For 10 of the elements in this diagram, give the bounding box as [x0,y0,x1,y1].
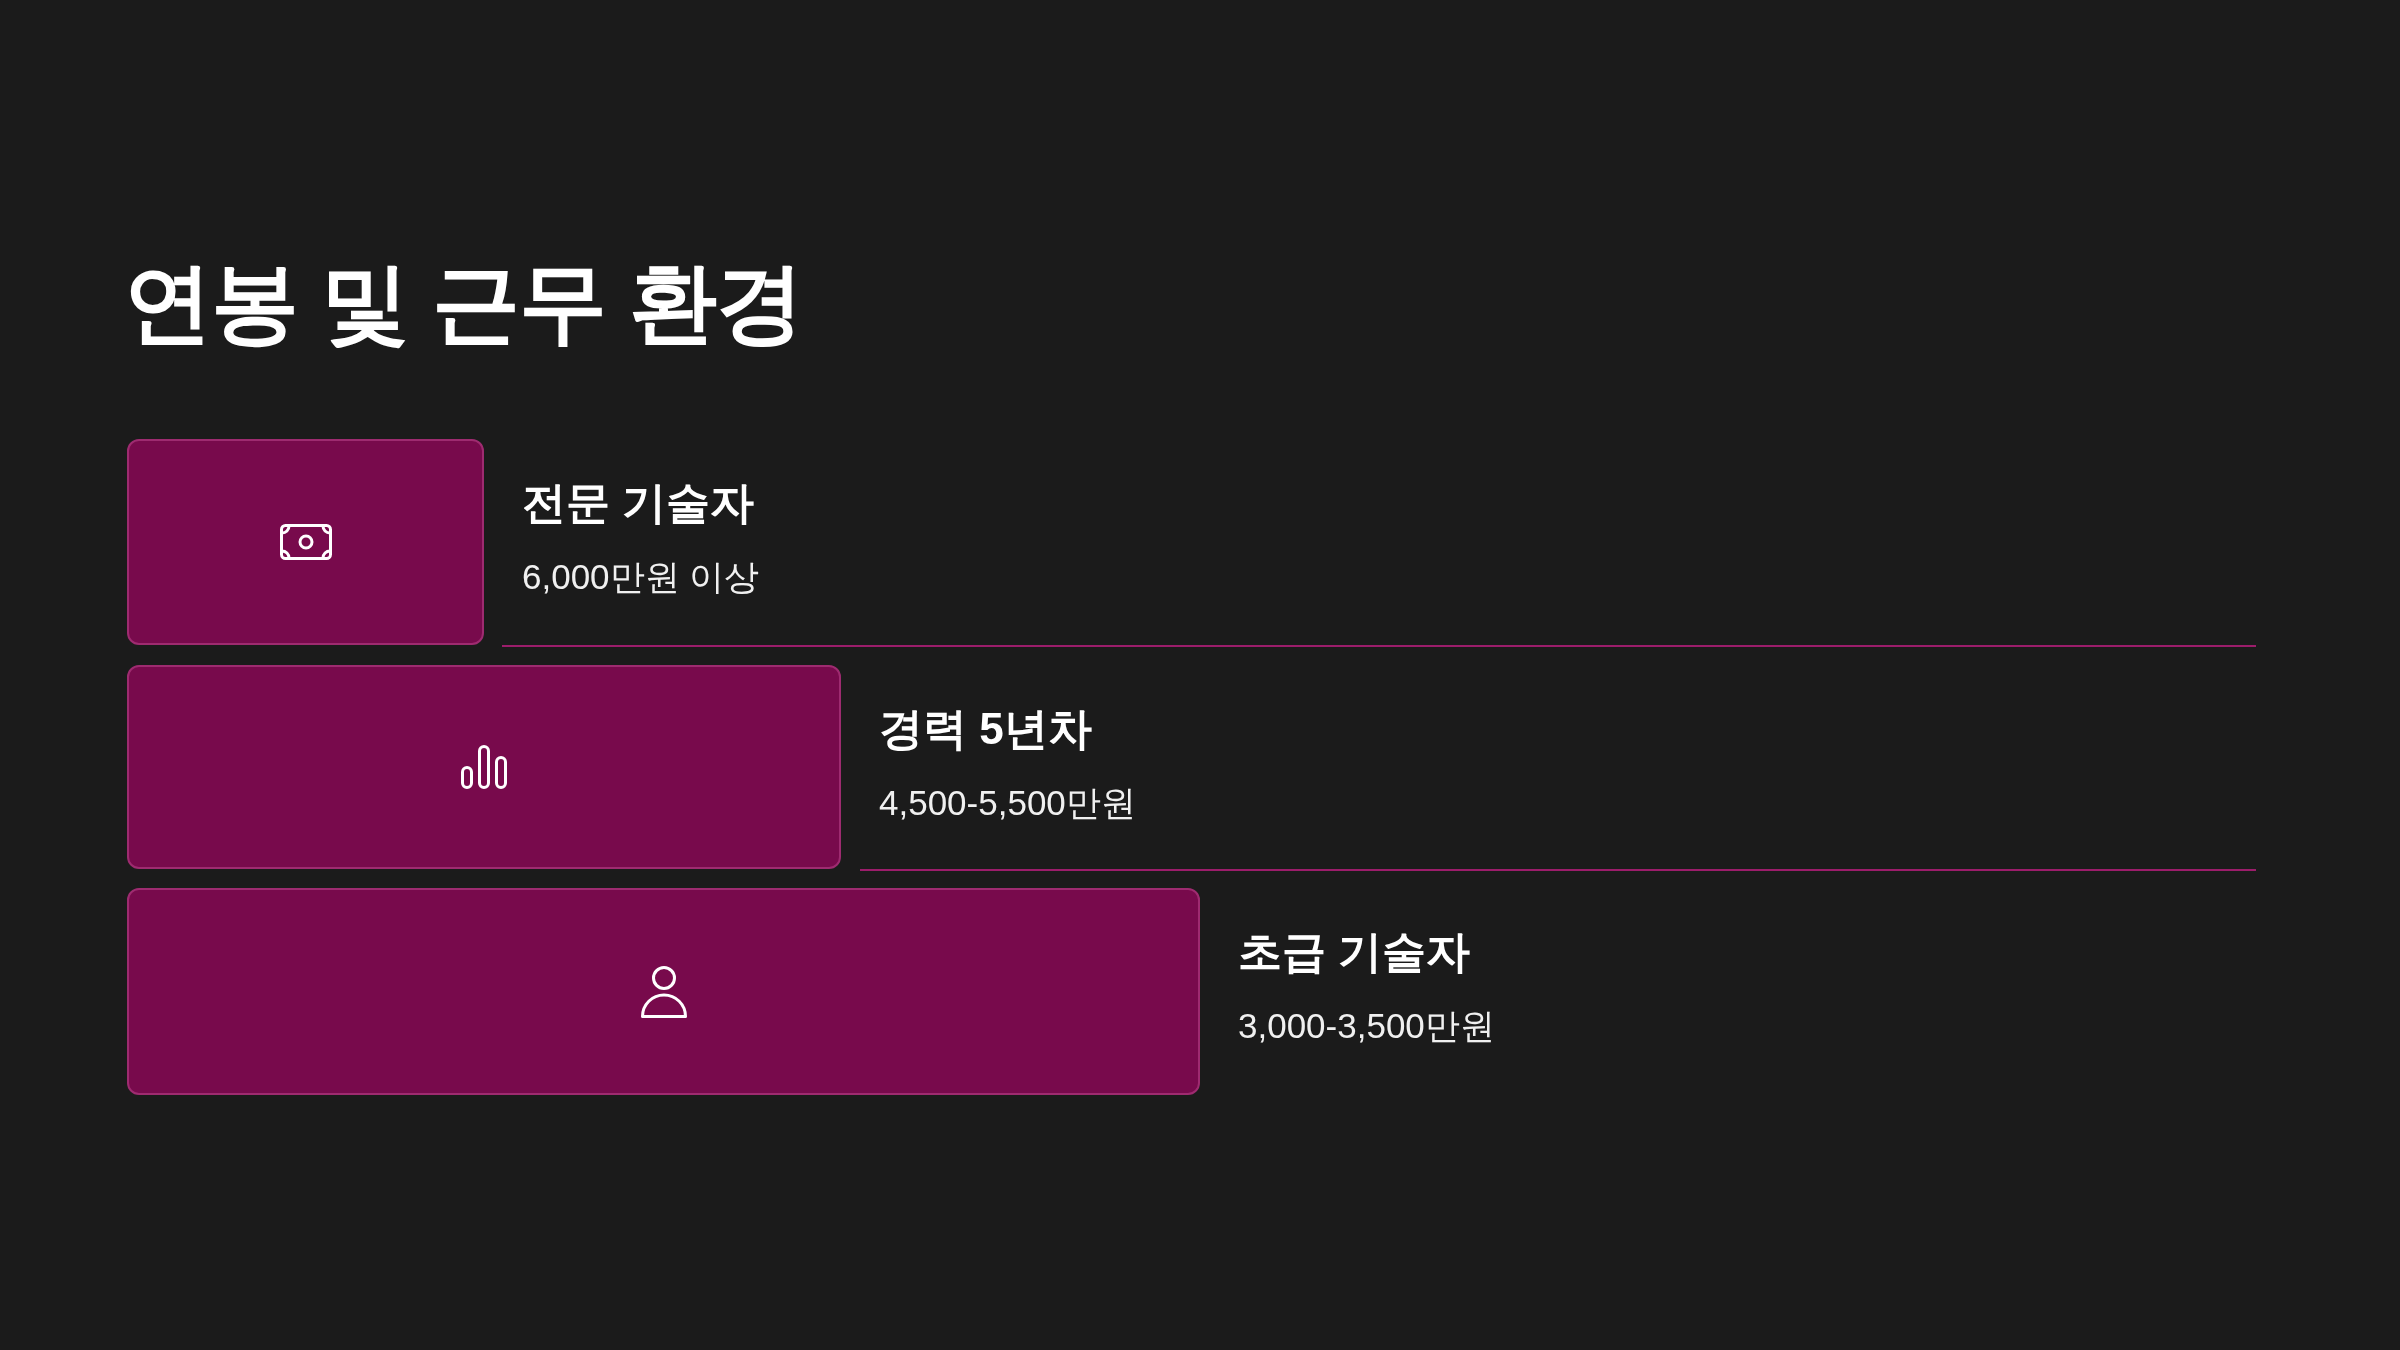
tier-heading: 초급 기술자 [1238,926,1472,978]
tier-bar [127,665,841,869]
tier-heading: 전문 기술자 [522,477,756,529]
salary-range: 6,000만원 이상 [522,555,760,598]
salary-range: 4,500-5,500만원 [879,781,1136,824]
tier-heading: 경력 5년차 [879,703,1093,755]
tier-bar [127,888,1200,1095]
slide-title: 연봉 및 근무 환경 [124,252,804,354]
tier-bar [127,439,484,645]
salary-range: 3,000-3,500만원 [1238,1004,1495,1047]
